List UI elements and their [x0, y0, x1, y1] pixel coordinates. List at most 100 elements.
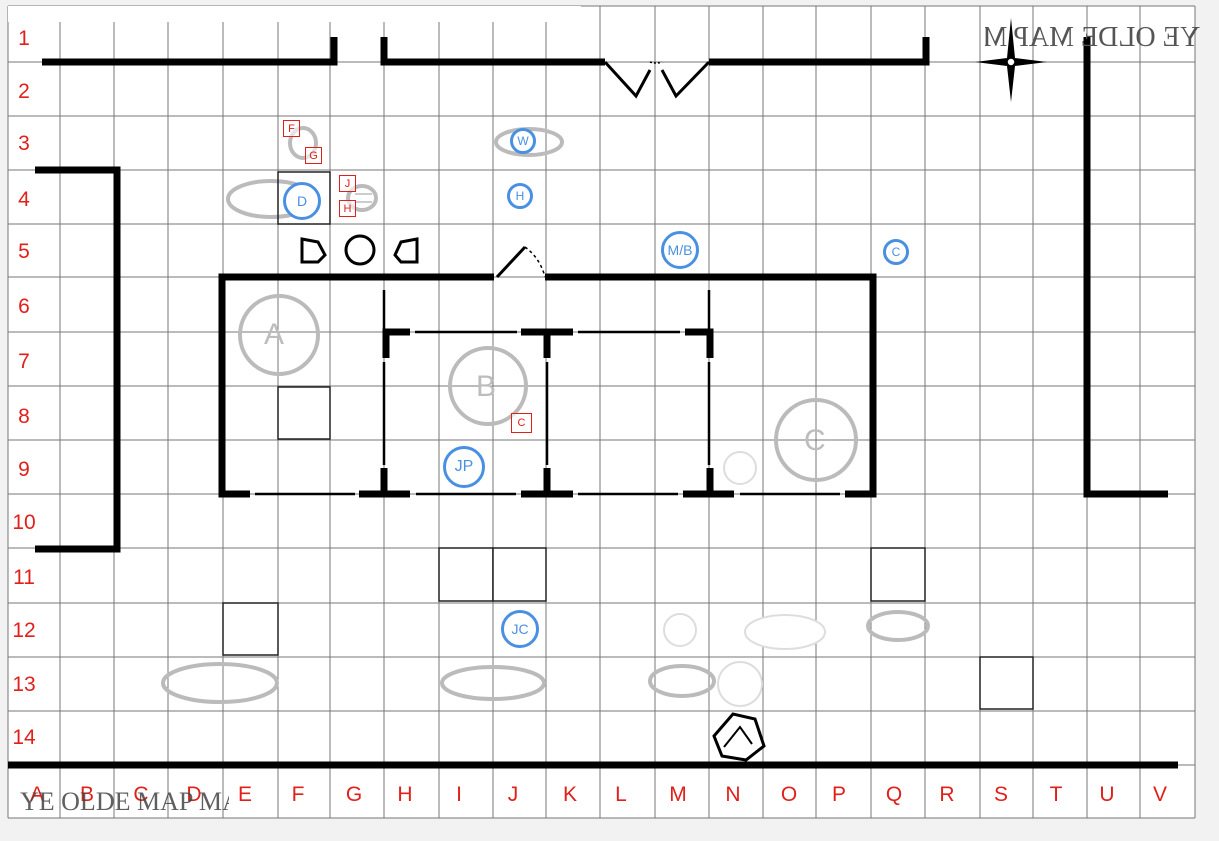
- table-j13: [440, 665, 546, 701]
- row-label: 10: [12, 511, 36, 534]
- column-label: L: [615, 783, 627, 806]
- token-h[interactable]: H: [507, 183, 533, 209]
- table-q12: [866, 610, 930, 642]
- wall-top-right: [709, 37, 930, 66]
- thin-walls: [255, 290, 840, 496]
- pillar-o12: [744, 614, 826, 650]
- wall-right-bracket: [1083, 37, 1168, 498]
- area-label-c: C: [804, 424, 826, 457]
- row-label: 11: [13, 566, 35, 589]
- column-label: E: [237, 783, 252, 806]
- area-label-a: A: [264, 318, 285, 351]
- round-table-a: [238, 294, 320, 376]
- enemy-token-c[interactable]: C: [511, 413, 532, 433]
- walls: [8, 37, 1178, 769]
- row-label: 9: [18, 458, 30, 481]
- small-table-f3: [288, 126, 318, 160]
- enemy-token-j[interactable]: J: [339, 175, 356, 192]
- pillars: [663, 451, 826, 707]
- column-label: Q: [885, 783, 903, 806]
- top-white-band: [8, 6, 581, 22]
- token-d[interactable]: D: [283, 182, 321, 220]
- wall-left-bracket: [35, 166, 121, 553]
- crate-i11: [438, 547, 494, 602]
- token-m-b[interactable]: M/B: [661, 231, 699, 269]
- column-label: U: [1099, 783, 1115, 806]
- column-label: N: [725, 783, 741, 806]
- compass-rose-icon: [975, 18, 1047, 102]
- crate-j11: [492, 547, 547, 602]
- door-building: [495, 245, 527, 279]
- column-label: V: [1152, 783, 1167, 806]
- crate-f4: [277, 171, 331, 225]
- logo-top-right: YE OLDE MAP MAKER.COM: [985, 22, 1200, 53]
- column-label: S: [993, 783, 1008, 806]
- row-label: 3: [18, 132, 30, 155]
- doors: [495, 60, 711, 279]
- column-label: O: [780, 783, 798, 806]
- enemy-token-f[interactable]: F: [283, 120, 300, 137]
- token-c[interactable]: C: [883, 239, 909, 265]
- enemy-token-h[interactable]: H: [339, 200, 356, 217]
- column-label: A: [29, 783, 44, 806]
- row-label: 13: [12, 673, 36, 696]
- logo-text-mirrored: YE OLDE MAP MAKER.COM: [985, 22, 1200, 53]
- building-wall-left: [218, 273, 494, 498]
- row-label: 7: [18, 350, 30, 373]
- statue-circle: [344, 234, 376, 266]
- pillar-m12: [663, 613, 697, 647]
- column-label: C: [133, 783, 149, 806]
- pillar-n13: [717, 661, 763, 707]
- token-jp[interactable]: JP: [443, 446, 485, 488]
- pillar-n9: [723, 451, 757, 485]
- column-label: I: [456, 783, 462, 806]
- table-m13: [648, 664, 716, 698]
- column-label: J: [507, 783, 519, 806]
- token-w[interactable]: W: [510, 128, 536, 154]
- row-label: 6: [18, 295, 30, 318]
- wall-top-middle: [380, 37, 605, 66]
- token-jc[interactable]: JC: [501, 610, 539, 648]
- table-e13: [161, 662, 279, 704]
- column-label: R: [939, 783, 955, 806]
- statues: [300, 234, 766, 762]
- column-label: F: [291, 783, 305, 806]
- statue-right: [393, 237, 419, 264]
- double-door-right: [660, 60, 711, 99]
- column-label: P: [831, 783, 846, 806]
- column-label: D: [186, 783, 202, 806]
- column-label: K: [562, 783, 577, 806]
- wall-top-left: [42, 37, 338, 66]
- building-wall-right: [545, 273, 877, 498]
- round-table-c: [774, 398, 858, 482]
- small-table-g4: [346, 184, 378, 212]
- row-label: 8: [18, 405, 30, 428]
- furniture: [161, 126, 930, 704]
- crates: [222, 171, 1034, 710]
- rock-n14: [712, 712, 766, 762]
- logo-text: YE OLDE MAP MAKER.COM: [20, 787, 229, 816]
- row-label: 4: [18, 188, 30, 211]
- row-label: 5: [18, 240, 30, 263]
- double-door-left: [603, 60, 652, 99]
- crate-f8: [277, 386, 331, 440]
- column-label: G: [345, 783, 363, 806]
- column-label: B: [79, 783, 94, 806]
- row-label: 14: [12, 726, 36, 749]
- statue-left: [300, 237, 327, 264]
- column-label: M: [669, 783, 687, 806]
- column-label: H: [397, 783, 413, 806]
- column-label: T: [1049, 783, 1063, 806]
- logo-bottom-left: YE OLDE MAP MAKER.COM: [20, 787, 229, 816]
- row-label: 12: [12, 619, 36, 642]
- area-label-b: B: [476, 370, 497, 403]
- enemy-token-g[interactable]: G: [305, 147, 322, 164]
- row-label: 1: [18, 27, 30, 50]
- inner-corner-right: [685, 328, 714, 358]
- round-table-b: [448, 346, 528, 426]
- crate-e12: [222, 602, 279, 656]
- inner-corner-left: [382, 328, 410, 358]
- crate-s13: [979, 656, 1034, 710]
- crate-q11: [870, 547, 926, 602]
